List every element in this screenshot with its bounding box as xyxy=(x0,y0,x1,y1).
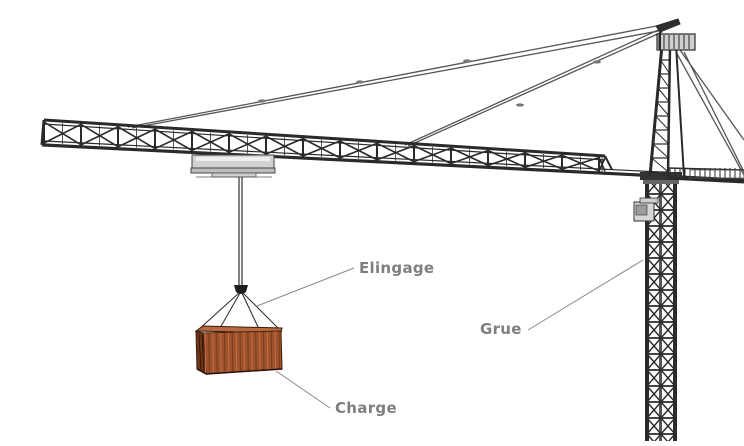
slings xyxy=(196,292,282,332)
operator-cabin xyxy=(633,197,659,222)
jib-tie-cables xyxy=(127,23,668,147)
label-elingage: Elingage xyxy=(359,259,435,277)
crane-jib xyxy=(40,118,744,182)
hook xyxy=(234,285,248,294)
crane-cathead xyxy=(648,18,696,177)
container-load xyxy=(194,325,283,375)
trolley xyxy=(190,154,276,178)
leader-line-elingage xyxy=(256,267,355,307)
leader-line-grue xyxy=(527,259,644,331)
cable-joints xyxy=(258,59,601,107)
counter-jib-cables xyxy=(675,49,744,176)
leader-line-charge xyxy=(275,370,331,409)
hoist-cable xyxy=(238,177,243,285)
label-charge: Charge xyxy=(335,399,397,417)
label-grue: Grue xyxy=(480,320,522,338)
counter-jib xyxy=(667,167,744,184)
leader-lines xyxy=(256,259,644,409)
